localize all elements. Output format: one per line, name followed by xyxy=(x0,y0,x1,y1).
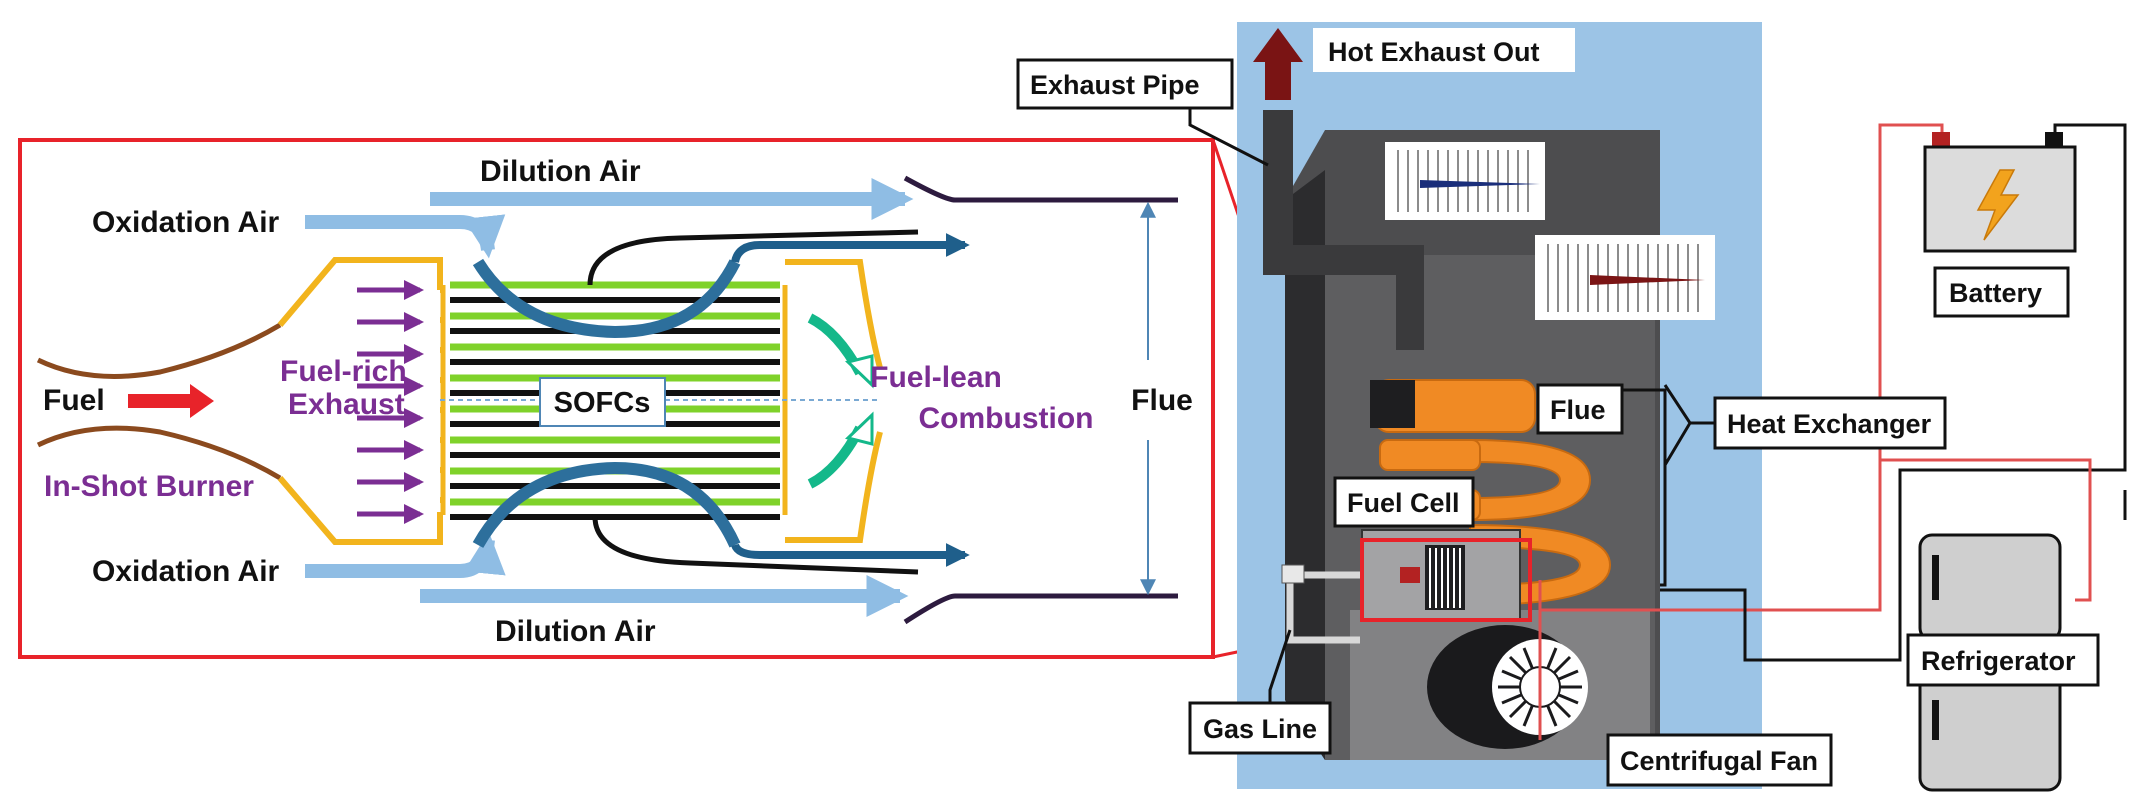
flue-box xyxy=(1536,383,1624,435)
battery-terminal-positive xyxy=(1932,132,1950,146)
battery-label: Battery xyxy=(1949,278,2042,308)
hot-exhaust-out-box xyxy=(1313,28,1575,72)
black-flow-bottom xyxy=(592,516,919,575)
battery xyxy=(1923,132,2077,253)
burner-lower-outline xyxy=(277,476,443,545)
dilution-air-top-label: Dilution Air xyxy=(480,155,641,188)
exhaust-pipe-elbow xyxy=(1263,240,1410,275)
fuel-rich-label-line2: Exhaust xyxy=(288,388,405,421)
refrigerator-handle-bottom xyxy=(1932,700,1939,740)
gas-line-box xyxy=(1188,701,1332,755)
gas-line-pipe xyxy=(1286,571,1360,644)
fuel-cell-label: Fuel Cell xyxy=(1347,488,1460,518)
in-shot-burner-label: In-Shot Burner xyxy=(44,470,254,503)
flue-curve-bottom xyxy=(903,593,1178,625)
dilution-air-bottom-label: Dilution Air xyxy=(495,615,656,648)
wiring xyxy=(1538,123,2127,740)
sofcs-label-box xyxy=(539,377,666,427)
zoom-panel: Dilution Air Dilution Air Oxidation Air … xyxy=(18,138,1215,659)
gas-line-label: Gas Line xyxy=(1203,714,1317,744)
fuel-feed-arrows xyxy=(357,280,424,524)
flue-collector xyxy=(1370,380,1415,428)
sofc-stack xyxy=(450,281,780,520)
black-wire xyxy=(1660,123,2127,662)
red-wire xyxy=(1538,123,1944,612)
battery-terminal-negative xyxy=(2045,132,2063,146)
black-flow-top xyxy=(587,229,919,286)
heat-exchanger-label: Heat Exchanger xyxy=(1727,409,1932,439)
fuel-inlet-upper-wall xyxy=(36,322,282,379)
sofcs-label: SOFCs xyxy=(554,387,651,419)
furnace-illustration xyxy=(1237,22,1762,789)
flue-label-furnace: Flue xyxy=(1550,395,1606,425)
exhaust-pipe-leader xyxy=(1188,108,1269,167)
refrigerator-label: Refrigerator xyxy=(1921,646,2076,676)
lightning-bolt-battery-icon xyxy=(1976,169,2020,241)
oxidation-air-top-arrow xyxy=(305,214,506,259)
combustion-arrow-upper-head xyxy=(845,354,874,389)
air-grille-lower-slats xyxy=(1547,244,1699,312)
flue-label-zoom: Flue xyxy=(1131,384,1193,417)
air-grille-upper-streak xyxy=(1420,180,1540,188)
fuel-lean-label-line1: Fuel-lean xyxy=(870,361,1002,394)
fuel-arrow xyxy=(128,384,214,418)
furnace-side-shadow xyxy=(1285,170,1325,760)
gas-line-leader xyxy=(1268,629,1292,703)
refrigerator-handle-top xyxy=(1932,555,1939,600)
hot-exhaust-up-arrow xyxy=(1253,28,1303,100)
exhaust-pipe-riser xyxy=(1396,245,1424,350)
exhaust-bottom-arrow xyxy=(731,543,970,567)
refrigerator-top xyxy=(1918,533,2062,642)
fuel-cell-zoom-box xyxy=(1360,538,1532,622)
air-flow-curve-bottom xyxy=(472,461,741,548)
furnace-wire xyxy=(1615,388,1667,587)
exhaust-pipe-vertical xyxy=(1263,110,1293,250)
fuel-label: Fuel xyxy=(43,384,105,417)
air-flow-curve-top xyxy=(472,258,741,339)
fuel-cell-fins xyxy=(1429,548,1461,608)
refrigerator-box xyxy=(1906,633,2100,687)
gas-valve xyxy=(1281,564,1305,584)
centrifugal-fan-label: Centrifugal Fan xyxy=(1620,746,1818,776)
air-grille-upper xyxy=(1385,142,1545,220)
fuel-rich-label-line1: Fuel-rich xyxy=(280,355,407,388)
combustion-arrow-lower-head xyxy=(845,411,874,446)
combustion-chamber-upper xyxy=(785,259,883,369)
oxidation-air-top-label: Oxidation Air xyxy=(92,206,280,239)
oxidation-air-bottom-label: Oxidation Air xyxy=(92,555,280,588)
air-grille-upper-slats xyxy=(1397,150,1529,212)
heat-exchanger-leader xyxy=(1663,384,1715,466)
fuel-cell-core xyxy=(1425,545,1465,610)
fuel-lean-label-line2: Combustion xyxy=(919,402,1094,435)
flue-curve-top xyxy=(903,175,1178,203)
air-grille-lower-streak xyxy=(1590,275,1705,285)
centrifugal-fan-box xyxy=(1606,733,1833,787)
hot-exhaust-out-label: Hot Exhaust Out xyxy=(1328,37,1540,67)
oxidation-air-bottom-arrow xyxy=(305,531,506,578)
fuel-cell-box xyxy=(1333,476,1475,528)
exhaust-top-arrow xyxy=(731,233,970,263)
fuel-cell-connector xyxy=(1400,567,1420,583)
furnace-callouts: Hot Exhaust Out Exhaust Pipe Flue Heat E… xyxy=(1016,28,2100,787)
burner-upper-outline xyxy=(277,257,443,327)
exhaust-pipe-label: Exhaust Pipe xyxy=(1030,70,1200,100)
battery-box xyxy=(1933,266,2070,318)
exhaust-pipe-box xyxy=(1016,58,1234,110)
fridge-red-wire xyxy=(1880,458,2092,602)
fuel-inlet-lower-wall xyxy=(36,425,282,481)
combustion-chamber-lower xyxy=(785,431,883,543)
